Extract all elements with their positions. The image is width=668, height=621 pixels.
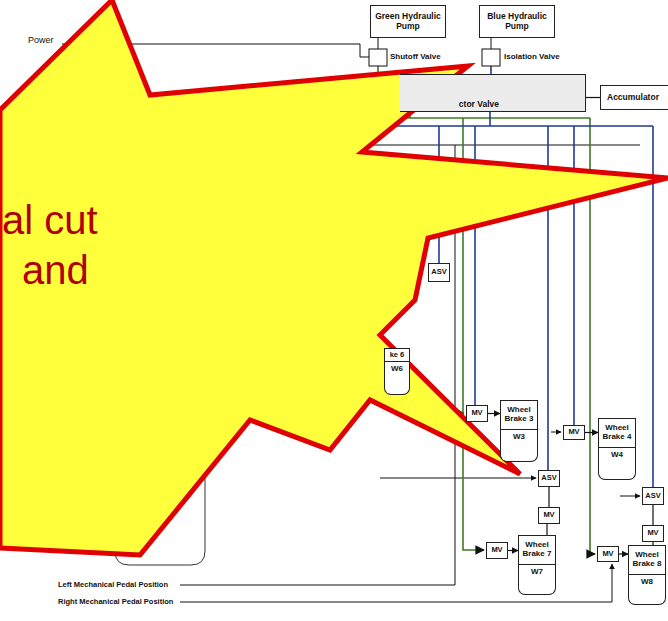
box-text: MV: [647, 529, 658, 537]
connector: [585, 432, 598, 433]
valve-box: ke 6: [384, 348, 410, 362]
valve-box: MV: [642, 525, 664, 542]
connector: [508, 550, 518, 551]
shutoff-valve-symbol: [369, 49, 387, 66]
connector: [488, 413, 500, 414]
callout-text: al cut: [2, 198, 98, 243]
wheel-brake-box: Wheel Brake 3: [500, 400, 538, 430]
valve-box: MV: [597, 546, 619, 562]
pedal-line: [180, 564, 612, 602]
connector: [619, 553, 628, 554]
box-text: MV: [471, 409, 482, 417]
box-text: Blue Hydraulic Pump: [482, 12, 552, 31]
valve-box: MV: [563, 425, 585, 440]
valve-box: ASV: [428, 263, 450, 282]
box-text: W4: [611, 451, 623, 460]
box-text: MV: [602, 550, 613, 558]
blue-line: [489, 112, 491, 126]
signal-arrow: [380, 478, 536, 479]
box-text: Wheel Brake 4: [600, 424, 634, 442]
wheel-brake-box: Wheel Brake 7: [518, 535, 556, 565]
box-text: ASV: [431, 268, 446, 276]
isolation-valve-symbol: [482, 49, 500, 66]
valve-box: MV: [538, 507, 560, 524]
box-text: Wheel Brake 7: [520, 541, 554, 559]
box-text: Wheel Brake 8: [630, 551, 664, 569]
box-text: MV: [543, 511, 554, 519]
wheel-box: W6: [384, 362, 410, 395]
valve-box: MV: [466, 405, 488, 422]
box-text: Green Hydraulic Pump: [373, 12, 443, 31]
box-text: W8: [641, 578, 653, 587]
green-line: [410, 117, 590, 119]
box-text: ctor Valve: [459, 100, 499, 109]
wheel-box: W7: [518, 565, 556, 595]
box-text: W6: [391, 365, 403, 374]
box-text: Accumulator: [607, 93, 659, 102]
valve-box: MV: [486, 542, 508, 559]
wheel-brake-box: Wheel Brake 4: [598, 418, 636, 448]
box-text: W7: [531, 568, 543, 577]
box-text: MV: [568, 428, 579, 436]
signal-arrow: [620, 496, 640, 497]
signal-arrow: [551, 432, 561, 433]
box-text: ASV: [541, 474, 556, 482]
box-text: ASV: [645, 492, 660, 500]
accumulator-box: Accumulator: [600, 85, 668, 110]
box-text: ke 6: [390, 351, 405, 359]
callout-text: and: [22, 248, 89, 293]
box-text: MV: [491, 546, 502, 554]
pump-box: Green Hydraulic Pump: [370, 5, 446, 38]
connector: [548, 487, 549, 507]
wheel-box: W8: [628, 575, 666, 605]
box-text: W3: [513, 433, 525, 442]
wheel-box: W4: [598, 448, 636, 480]
valve-box: ASV: [642, 487, 664, 505]
starburst-shape: [0, 0, 668, 555]
connector: [546, 524, 547, 535]
pump-line: [491, 38, 492, 49]
connector: [586, 97, 600, 98]
connector: [652, 505, 653, 525]
box-text: Wheel Brake 3: [502, 406, 536, 424]
power-label: Power: [28, 35, 54, 45]
valve-box: ASV: [538, 470, 560, 487]
signal-label: Left Mechanical Pedal Position: [58, 580, 168, 589]
pump-line: [378, 38, 379, 49]
pump-box: Blue Hydraulic Pump: [479, 5, 555, 38]
blue-line: [490, 66, 492, 74]
valve-label: Shutoff Valve: [390, 52, 441, 61]
wheel-box: W3: [500, 430, 538, 462]
selector-valve-band: ctor Valve: [400, 74, 586, 112]
wheel-brake-box: Wheel Brake 8: [628, 545, 666, 575]
signal-label: Right Mechanical Pedal Position: [58, 597, 173, 606]
valve-label: Isolation Valve: [504, 52, 560, 61]
